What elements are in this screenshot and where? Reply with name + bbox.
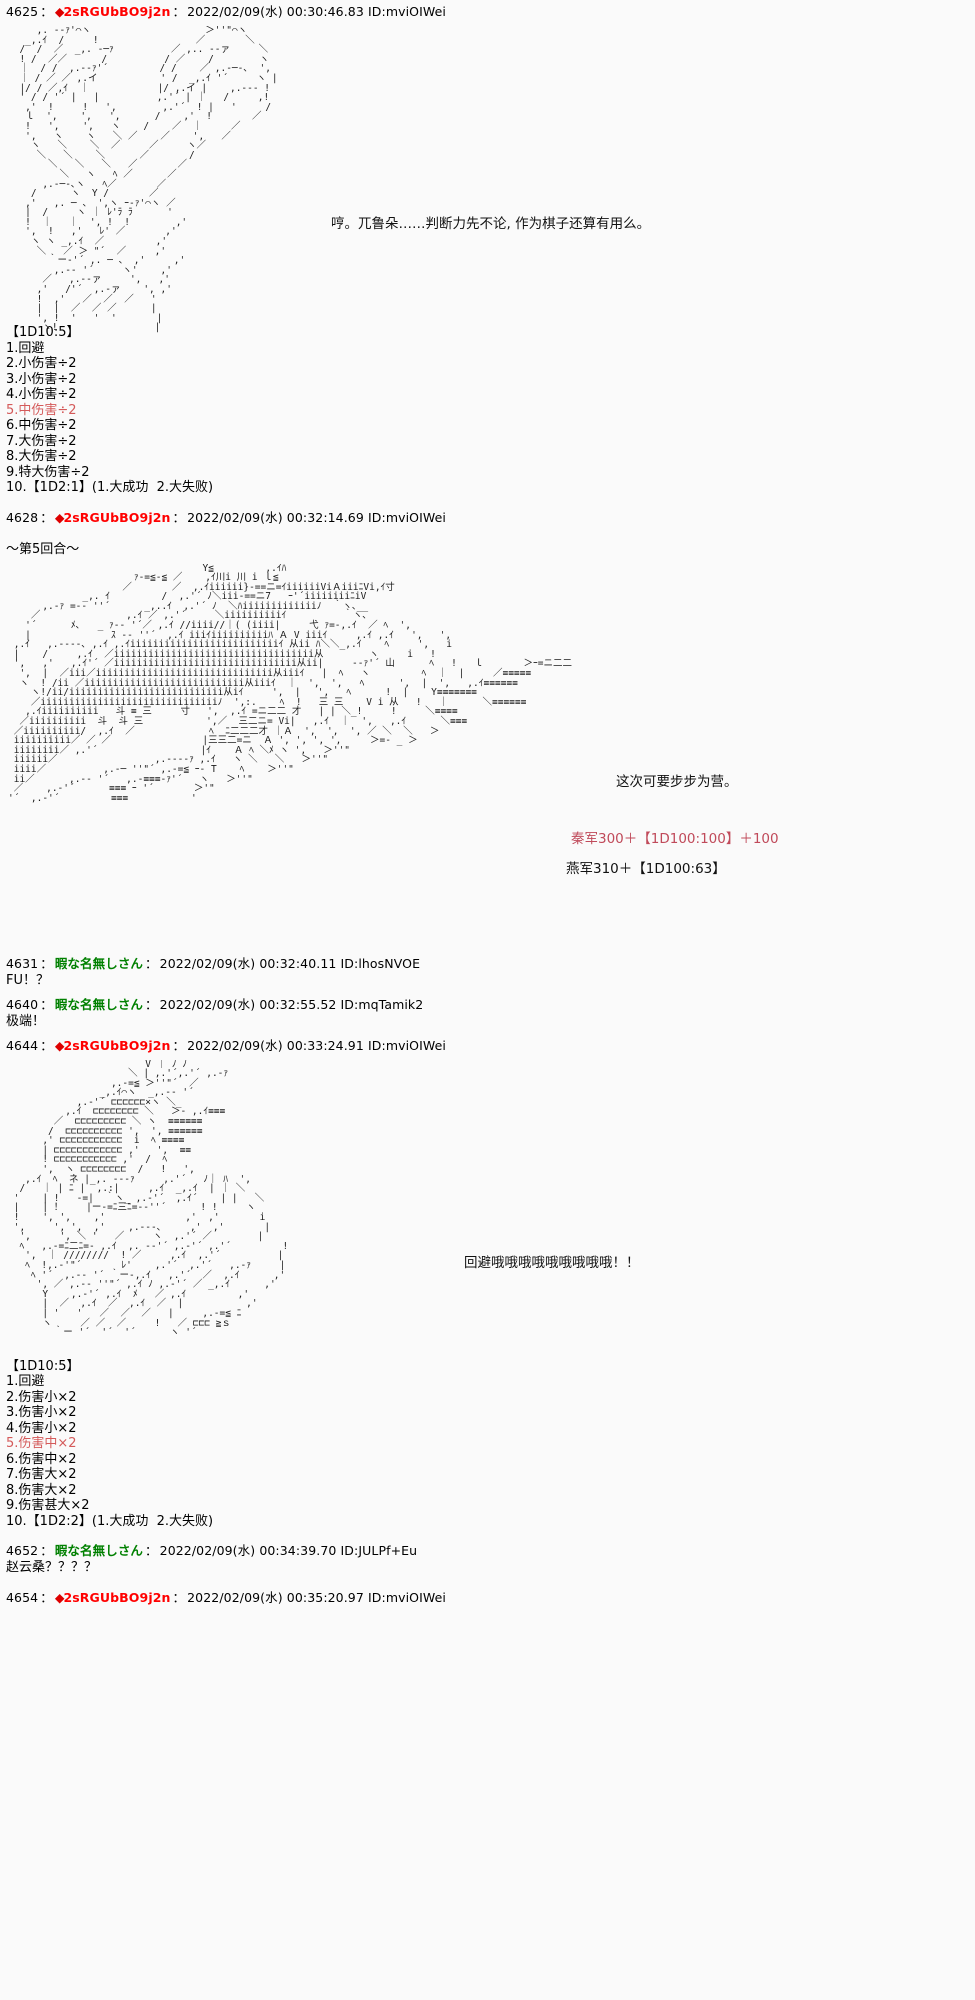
post-date: 2022/02/09(水) 00:35:20.97 <box>187 1590 364 1605</box>
tripcode-diamond-icon: ◆ <box>54 1037 65 1053</box>
post-4631: 4631：暇な名無しさん：2022/02/09(水) 00:32:40.11 I… <box>6 956 969 989</box>
ascii-art-figure: V ｜ ﾉ ﾉ ＼ | ,.'´,.'´ ,.-ｧ ,.-=≦ ＞''"´ ／ … <box>13 1059 289 1338</box>
dice-item: 3.伤害小×2 <box>6 1405 77 1420</box>
dice-table-1: 【1D10:5】 1.回避 2.小伤害÷2 3.小伤害÷2 4.小伤害÷2 5.… <box>6 325 969 496</box>
ascii-art-figure: ,. -‐ｧ'⌒ヽ ＞''"⌒ヽ _,.ｲ / ! ／ ＼ / / ／ _,. … <box>19 26 278 333</box>
dice-item-highlighted: 5.中伤害÷2 <box>6 402 77 418</box>
dice-item: 9.伤害甚大×2 <box>6 1498 90 1513</box>
post-number[interactable]: 4625 <box>6 4 39 19</box>
post-uid: ID:lhosNVOE <box>340 955 421 971</box>
ascii-art-figure: Y≦ ,.ｲﾊ ｧ-=≦-≦ ／ ,ｲ川i 川 i ｌ≦ ／ ／ ,.ｲiiii… <box>8 563 572 804</box>
aa-art-block-1: ,. -‐ｧ'⌒ヽ ＞''"⌒ヽ _,.ｲ / ! ／ ＼ / / ／ _,. … <box>6 20 969 333</box>
dialogue-bubble: 这次可要步步为营。 <box>616 773 738 790</box>
post-header: 4644：◆2sRGUbBO9j2n：2022/02/09(水) 00:33:2… <box>6 1037 446 1053</box>
post-uid: ID:mviOIWei <box>368 1037 446 1053</box>
tripcode-diamond-icon: ◆ <box>54 4 65 19</box>
tripcode-diamond-icon: ◆ <box>54 1590 65 1605</box>
dice-header: 【1D10:5】 <box>6 1358 80 1374</box>
dice-item: 7.伤害大×2 <box>6 1467 77 1482</box>
dice-item: 6.伤害中×2 <box>6 1451 77 1467</box>
dice-item: 10.【1D2:2】(1.大成功 2.大失败) <box>6 1513 214 1529</box>
tripcode-diamond-icon: ◆ <box>54 509 65 525</box>
post-date: 2022/02/09(水) 00:32:14.69 <box>187 509 364 525</box>
post-body: FU！？ <box>6 972 49 988</box>
post-uid: ID:mviOIWei <box>368 509 446 525</box>
dice-item: 1.回避 <box>6 1374 45 1389</box>
post-number[interactable]: 4640 <box>6 996 39 1012</box>
post-number[interactable]: 4644 <box>6 1037 39 1053</box>
dice-item: 10.【1D2:1】(1.大成功 2.大失败) <box>6 480 214 495</box>
dice-item: 9.特大伤害÷2 <box>6 464 90 480</box>
dialogue-bubble: 哼。兀鲁朵……判断力先不论, 作为棋子还算有用么。 <box>331 216 651 232</box>
post-number[interactable]: 4628 <box>6 509 39 525</box>
dice-table-2: 【1D10:5】 1.回避 2.伤害小×2 3.伤害小×2 4.伤害小×2 5.… <box>6 1359 969 1530</box>
poster-name[interactable]: 2sRGUbBO9j2n <box>63 1037 171 1053</box>
post-header: 4652：暇な名無しさん：2022/02/09(水) 00:34:39.70 I… <box>6 1543 418 1558</box>
post-date: 2022/02/09(水) 00:30:46.83 <box>187 4 364 19</box>
post-header: 4654：◆2sRGUbBO9j2n：2022/02/09(水) 00:35:2… <box>6 1590 446 1605</box>
dice-item: 8.伤害大×2 <box>6 1482 77 1498</box>
post-header: 4631：暇な名無しさん：2022/02/09(水) 00:32:40.11 I… <box>6 955 421 971</box>
post-header: 4628：◆2sRGUbBO9j2n：2022/02/09(水) 00:32:1… <box>6 509 446 525</box>
post-date: 2022/02/09(水) 00:34:39.70 <box>159 1543 337 1558</box>
poster-name[interactable]: 暇な名無しさん <box>54 955 144 971</box>
post-date: 2022/02/09(水) 00:33:24.91 <box>187 1037 364 1053</box>
round-label: ～第5回合～ <box>6 541 80 557</box>
post-4640: 4640：暇な名無しさん：2022/02/09(水) 00:32:55.52 I… <box>6 997 969 1030</box>
dice-item: 7.大伤害÷2 <box>6 433 77 449</box>
post-number[interactable]: 4654 <box>6 1590 39 1605</box>
post-uid: ID:mqTamik2 <box>340 996 424 1012</box>
post-uid: ID:mviOIWei <box>368 1590 446 1605</box>
dice-item: 2.伤害小×2 <box>6 1389 77 1405</box>
dice-item: 2.小伤害÷2 <box>6 356 77 371</box>
stat-line-qin: 秦军300＋【1D100:100】＋100 <box>571 830 779 847</box>
post-number[interactable]: 4631 <box>6 955 39 971</box>
poster-name[interactable]: 2sRGUbBO9j2n <box>63 4 171 19</box>
dice-item-highlighted: 5.伤害中×2 <box>6 1436 77 1451</box>
dice-item: 1.回避 <box>6 340 45 356</box>
post-number[interactable]: 4652 <box>6 1543 39 1558</box>
post-uid: ID:mviOIWei <box>368 4 446 19</box>
dice-item: 6.中伤害÷2 <box>6 418 77 433</box>
aa-art-block-2: Y≦ ,.ｲﾊ ｧ-=≦-≦ ／ ,ｲ川i 川 i ｌ≦ ／ ／ ,.ｲiiii… <box>6 558 969 948</box>
poster-name[interactable]: 2sRGUbBO9j2n <box>63 1590 171 1605</box>
dice-header: 【1D10:5】 <box>6 325 80 340</box>
post-date: 2022/02/09(水) 00:32:55.52 <box>159 996 337 1012</box>
stat-line-yan: 燕军310＋【1D100:63】 <box>566 860 726 877</box>
post-4644: 4644：◆2sRGUbBO9j2n：2022/02/09(水) 00:33:2… <box>6 1038 969 1530</box>
post-header: 4625：◆2sRGUbBO9j2n：2022/02/09(水) 00:30:4… <box>6 4 446 19</box>
post-date: 2022/02/09(水) 00:32:40.11 <box>159 955 337 971</box>
post-4628: 4628：◆2sRGUbBO9j2n：2022/02/09(水) 00:32:1… <box>6 510 969 948</box>
post-4625: 4625：◆2sRGUbBO9j2n：2022/02/09(水) 00:30:4… <box>6 4 969 496</box>
dice-item: 4.伤害小×2 <box>6 1420 77 1436</box>
post-header: 4640：暇な名無しさん：2022/02/09(水) 00:32:55.52 I… <box>6 996 424 1012</box>
poster-name[interactable]: 暇な名無しさん <box>54 1543 144 1558</box>
post-uid: ID:JULPf+Eu <box>340 1543 418 1558</box>
post-4654: 4654：◆2sRGUbBO9j2n：2022/02/09(水) 00:35:2… <box>6 1590 969 1606</box>
poster-name[interactable]: 暇な名無しさん <box>54 996 144 1012</box>
dice-item: 4.小伤害÷2 <box>6 387 77 402</box>
poster-name[interactable]: 2sRGUbBO9j2n <box>63 509 171 525</box>
dialogue-bubble: 回避哦哦哦哦哦哦哦哦哦！！ <box>464 1254 640 1271</box>
post-body: 赵云桑？？？？ <box>6 1560 98 1575</box>
aa-art-block-3: V ｜ ﾉ ﾉ ＼ | ,.'´,.'´ ,.-ｧ ,.-=≦ ＞''"´ ／ … <box>6 1054 969 1359</box>
thread-container: 4625：◆2sRGUbBO9j2n：2022/02/09(水) 00:30:4… <box>6 4 969 1606</box>
dice-item: 3.小伤害÷2 <box>6 371 77 387</box>
post-4652: 4652：暇な名無しさん：2022/02/09(水) 00:34:39.70 I… <box>6 1543 969 1576</box>
post-body: 极端！ <box>6 1013 46 1029</box>
dice-item: 8.大伤害÷2 <box>6 449 77 464</box>
